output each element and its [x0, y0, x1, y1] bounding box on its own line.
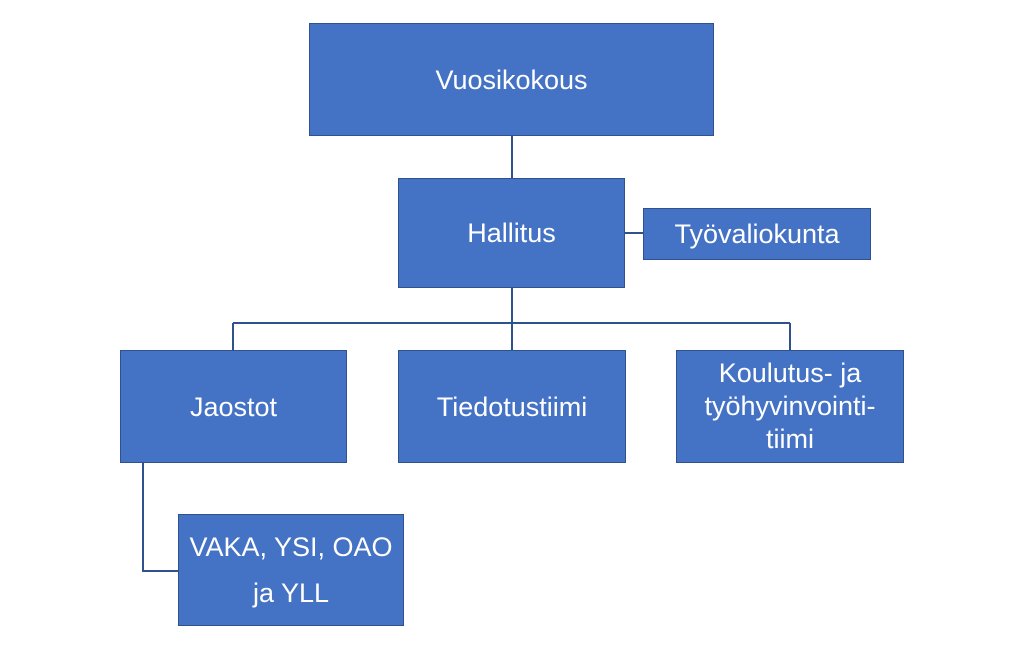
node-vuosikokous-label: Vuosikokous — [435, 64, 588, 95]
connector-jaostot-vaka — [142, 463, 178, 572]
node-koulutus: Koulutus- ja työhyvinvointi- tiimi — [676, 350, 904, 463]
node-tyovaliokunta-label: Työvaliokunta — [674, 219, 840, 249]
node-jaostot-label: Jaostot — [189, 391, 278, 422]
node-koulutus-label: Koulutus- ja työhyvinvointi- tiimi — [704, 358, 876, 454]
node-jaostot: Jaostot — [120, 350, 347, 463]
node-hallitus: Hallitus — [398, 178, 625, 288]
node-vaka: VAKA, YSI, OAO ja YLL — [178, 514, 404, 626]
node-tiedotustiimi: Tiedotustiimi — [398, 350, 626, 463]
node-vaka-label: VAKA, YSI, OAO ja YLL — [189, 532, 393, 608]
node-hallitus-label: Hallitus — [467, 218, 556, 248]
node-tyovaliokunta: Työvaliokunta — [643, 208, 871, 260]
node-vuosikokous: Vuosikokous — [309, 23, 714, 136]
node-tiedotustiimi-label: Tiedotustiimi — [436, 391, 588, 422]
